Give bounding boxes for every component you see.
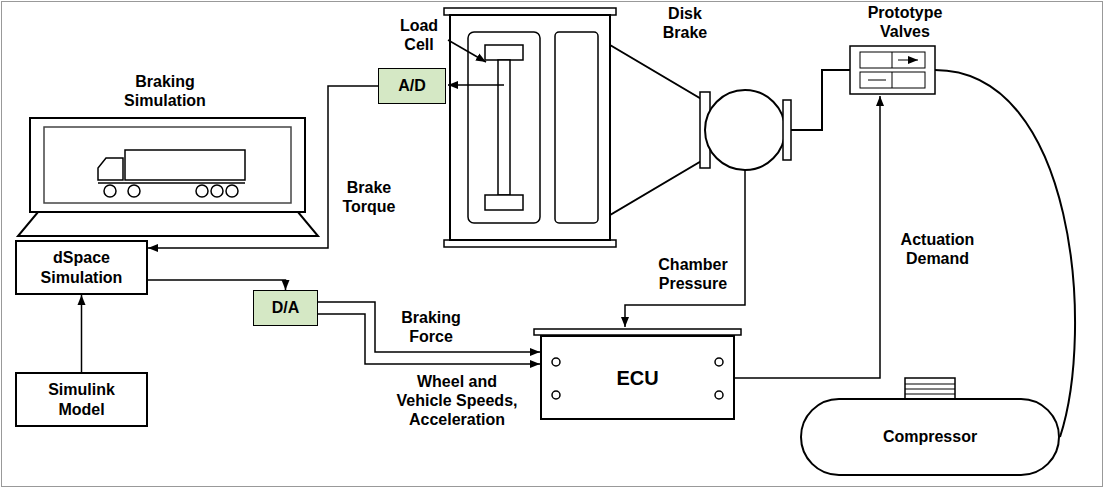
ecu-box: ECU bbox=[540, 335, 735, 420]
ecu-connector bbox=[715, 358, 723, 366]
converter-box: A/D bbox=[378, 68, 446, 104]
part-label: Braking Simulation bbox=[110, 72, 220, 110]
connector bbox=[148, 280, 286, 290]
part-label: Load Cell bbox=[393, 16, 445, 54]
monitor-screen bbox=[44, 127, 291, 203]
truck-trailer bbox=[125, 150, 245, 180]
ecu-connector bbox=[715, 391, 723, 399]
compressor-fin bbox=[905, 394, 955, 395]
monitor-housing bbox=[30, 118, 305, 212]
node-label: Compressor bbox=[883, 427, 977, 446]
converter-box: D/A bbox=[253, 290, 318, 326]
load-cell bbox=[485, 195, 523, 210]
valve-symbol bbox=[860, 72, 925, 88]
signal-wire bbox=[735, 96, 880, 378]
truck-wheel bbox=[226, 185, 238, 197]
node-label: A/D bbox=[398, 76, 426, 95]
signal-label: Braking Force bbox=[395, 308, 467, 346]
signal-label: Wheel and Vehicle Speeds, Acceleration bbox=[392, 372, 522, 430]
air-pipe bbox=[791, 70, 850, 130]
valve-symbol bbox=[860, 52, 925, 68]
load-cell bbox=[485, 45, 523, 60]
connector bbox=[81, 295, 83, 372]
rig-frame bbox=[450, 15, 610, 240]
truck-wheel bbox=[104, 185, 116, 197]
chamber-flange bbox=[783, 100, 791, 160]
ecu-connector bbox=[552, 358, 560, 366]
compressor-fin bbox=[905, 389, 955, 390]
part-label: Chamber Pressure bbox=[648, 255, 738, 293]
compressor-tank: Compressor bbox=[800, 398, 1060, 476]
brake-chamber bbox=[705, 90, 785, 170]
truck-wheel bbox=[128, 185, 140, 197]
valve-symbol bbox=[892, 72, 893, 88]
rig-bracket bbox=[555, 32, 598, 223]
tank-outline bbox=[801, 399, 1059, 475]
valve-symbol bbox=[868, 80, 886, 81]
truck-chassis bbox=[98, 182, 245, 184]
node-label: ECU bbox=[616, 366, 658, 390]
model-box: Simulink Model bbox=[15, 372, 148, 427]
part-label: Actuation Demand bbox=[890, 230, 985, 268]
rig-bar bbox=[444, 240, 616, 247]
connector bbox=[318, 302, 540, 352]
part-label: Disk Brake bbox=[655, 4, 715, 42]
ecu-connector bbox=[552, 391, 560, 399]
valve-symbol bbox=[898, 60, 918, 61]
signal-wire bbox=[625, 170, 745, 327]
monitor-base bbox=[18, 212, 318, 236]
node-label: Simulink Model bbox=[37, 380, 127, 418]
rig-bar bbox=[444, 8, 616, 15]
valve-block bbox=[850, 46, 935, 94]
brake-disc bbox=[610, 45, 703, 215]
truck-cab bbox=[98, 158, 123, 180]
leader-line bbox=[448, 40, 486, 62]
load-cell bbox=[498, 60, 510, 195]
simulation-box: dSpace Simulation bbox=[15, 240, 148, 295]
node-label: dSpace Simulation bbox=[32, 248, 132, 286]
compressor-head bbox=[905, 378, 955, 399]
truck-wheel bbox=[196, 185, 208, 197]
valve-symbol bbox=[892, 52, 893, 68]
load-cell-housing bbox=[468, 32, 540, 223]
node-label: D/A bbox=[272, 298, 300, 317]
signal-label: Brake Torque bbox=[334, 178, 404, 216]
connector bbox=[148, 86, 378, 248]
truck-wheel bbox=[211, 185, 223, 197]
signal-wire bbox=[448, 84, 504, 86]
part-label: Prototype Valves bbox=[860, 3, 950, 41]
compressor-fin bbox=[905, 384, 955, 385]
